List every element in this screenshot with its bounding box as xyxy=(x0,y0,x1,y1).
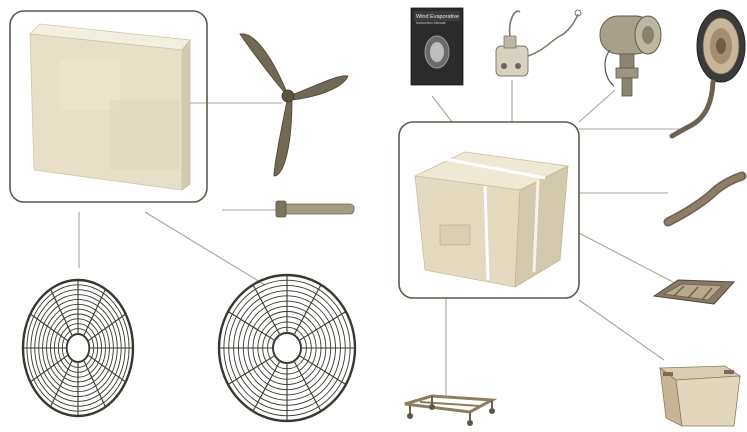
connector-tank xyxy=(579,300,664,360)
connector-manual xyxy=(432,96,452,122)
propeller-icon xyxy=(240,34,348,176)
connector-panel-grill-right xyxy=(145,212,265,285)
grill-hub xyxy=(273,333,300,362)
motor-guard-icon xyxy=(672,10,745,136)
panel-icon xyxy=(30,24,190,190)
manual-title-text: Wind Evaporative xyxy=(416,14,459,20)
connector-motor xyxy=(579,90,615,122)
grill-icon xyxy=(219,275,355,421)
shaft-icon xyxy=(276,201,354,217)
pump-icon xyxy=(496,10,581,76)
motor-icon xyxy=(600,16,661,96)
connector-tray xyxy=(579,233,673,282)
grill-hub xyxy=(67,334,89,361)
tank-icon xyxy=(660,366,740,426)
grill-icon xyxy=(23,280,133,416)
box-icon xyxy=(415,152,568,287)
manual-subtitle-text: Instruction Manual xyxy=(416,21,446,25)
tray-icon xyxy=(654,280,734,304)
hose-icon xyxy=(668,176,742,222)
book-icon: Wind Evaporative Instruction Manual xyxy=(411,8,463,85)
caster-icon xyxy=(405,396,495,426)
